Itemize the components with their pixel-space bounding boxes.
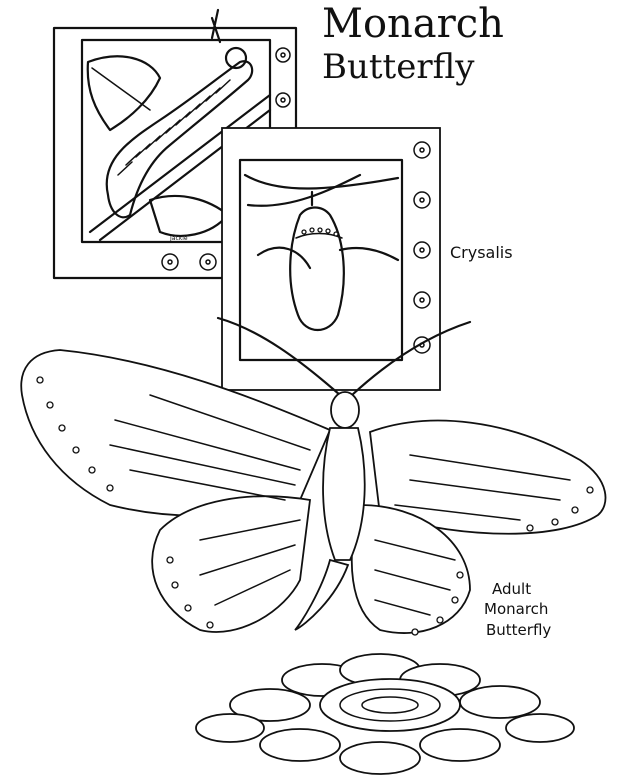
caterpillar-icon: [105, 8, 254, 219]
page-title-line2: Butterfly: [322, 47, 475, 87]
page-title-line1: Monarch: [322, 1, 504, 47]
label-adult-line2: Monarch: [484, 600, 549, 618]
daisy-flower-icon: [195, 653, 575, 775]
flower-strip-bottom: [161, 253, 217, 271]
label-adult-line1: Adult: [492, 580, 532, 598]
butterfly-icon: [20, 316, 607, 636]
chrysalis-icon: [289, 190, 345, 331]
artist-signature: Jackie: [169, 235, 188, 242]
wing-spots: [36, 376, 594, 636]
flower-strip-chrysalis: [413, 141, 431, 354]
label-adult-line3: Butterfly: [486, 621, 552, 639]
chrysalis-frame: [221, 127, 441, 391]
label-crysalis: Crysalis: [450, 243, 513, 262]
